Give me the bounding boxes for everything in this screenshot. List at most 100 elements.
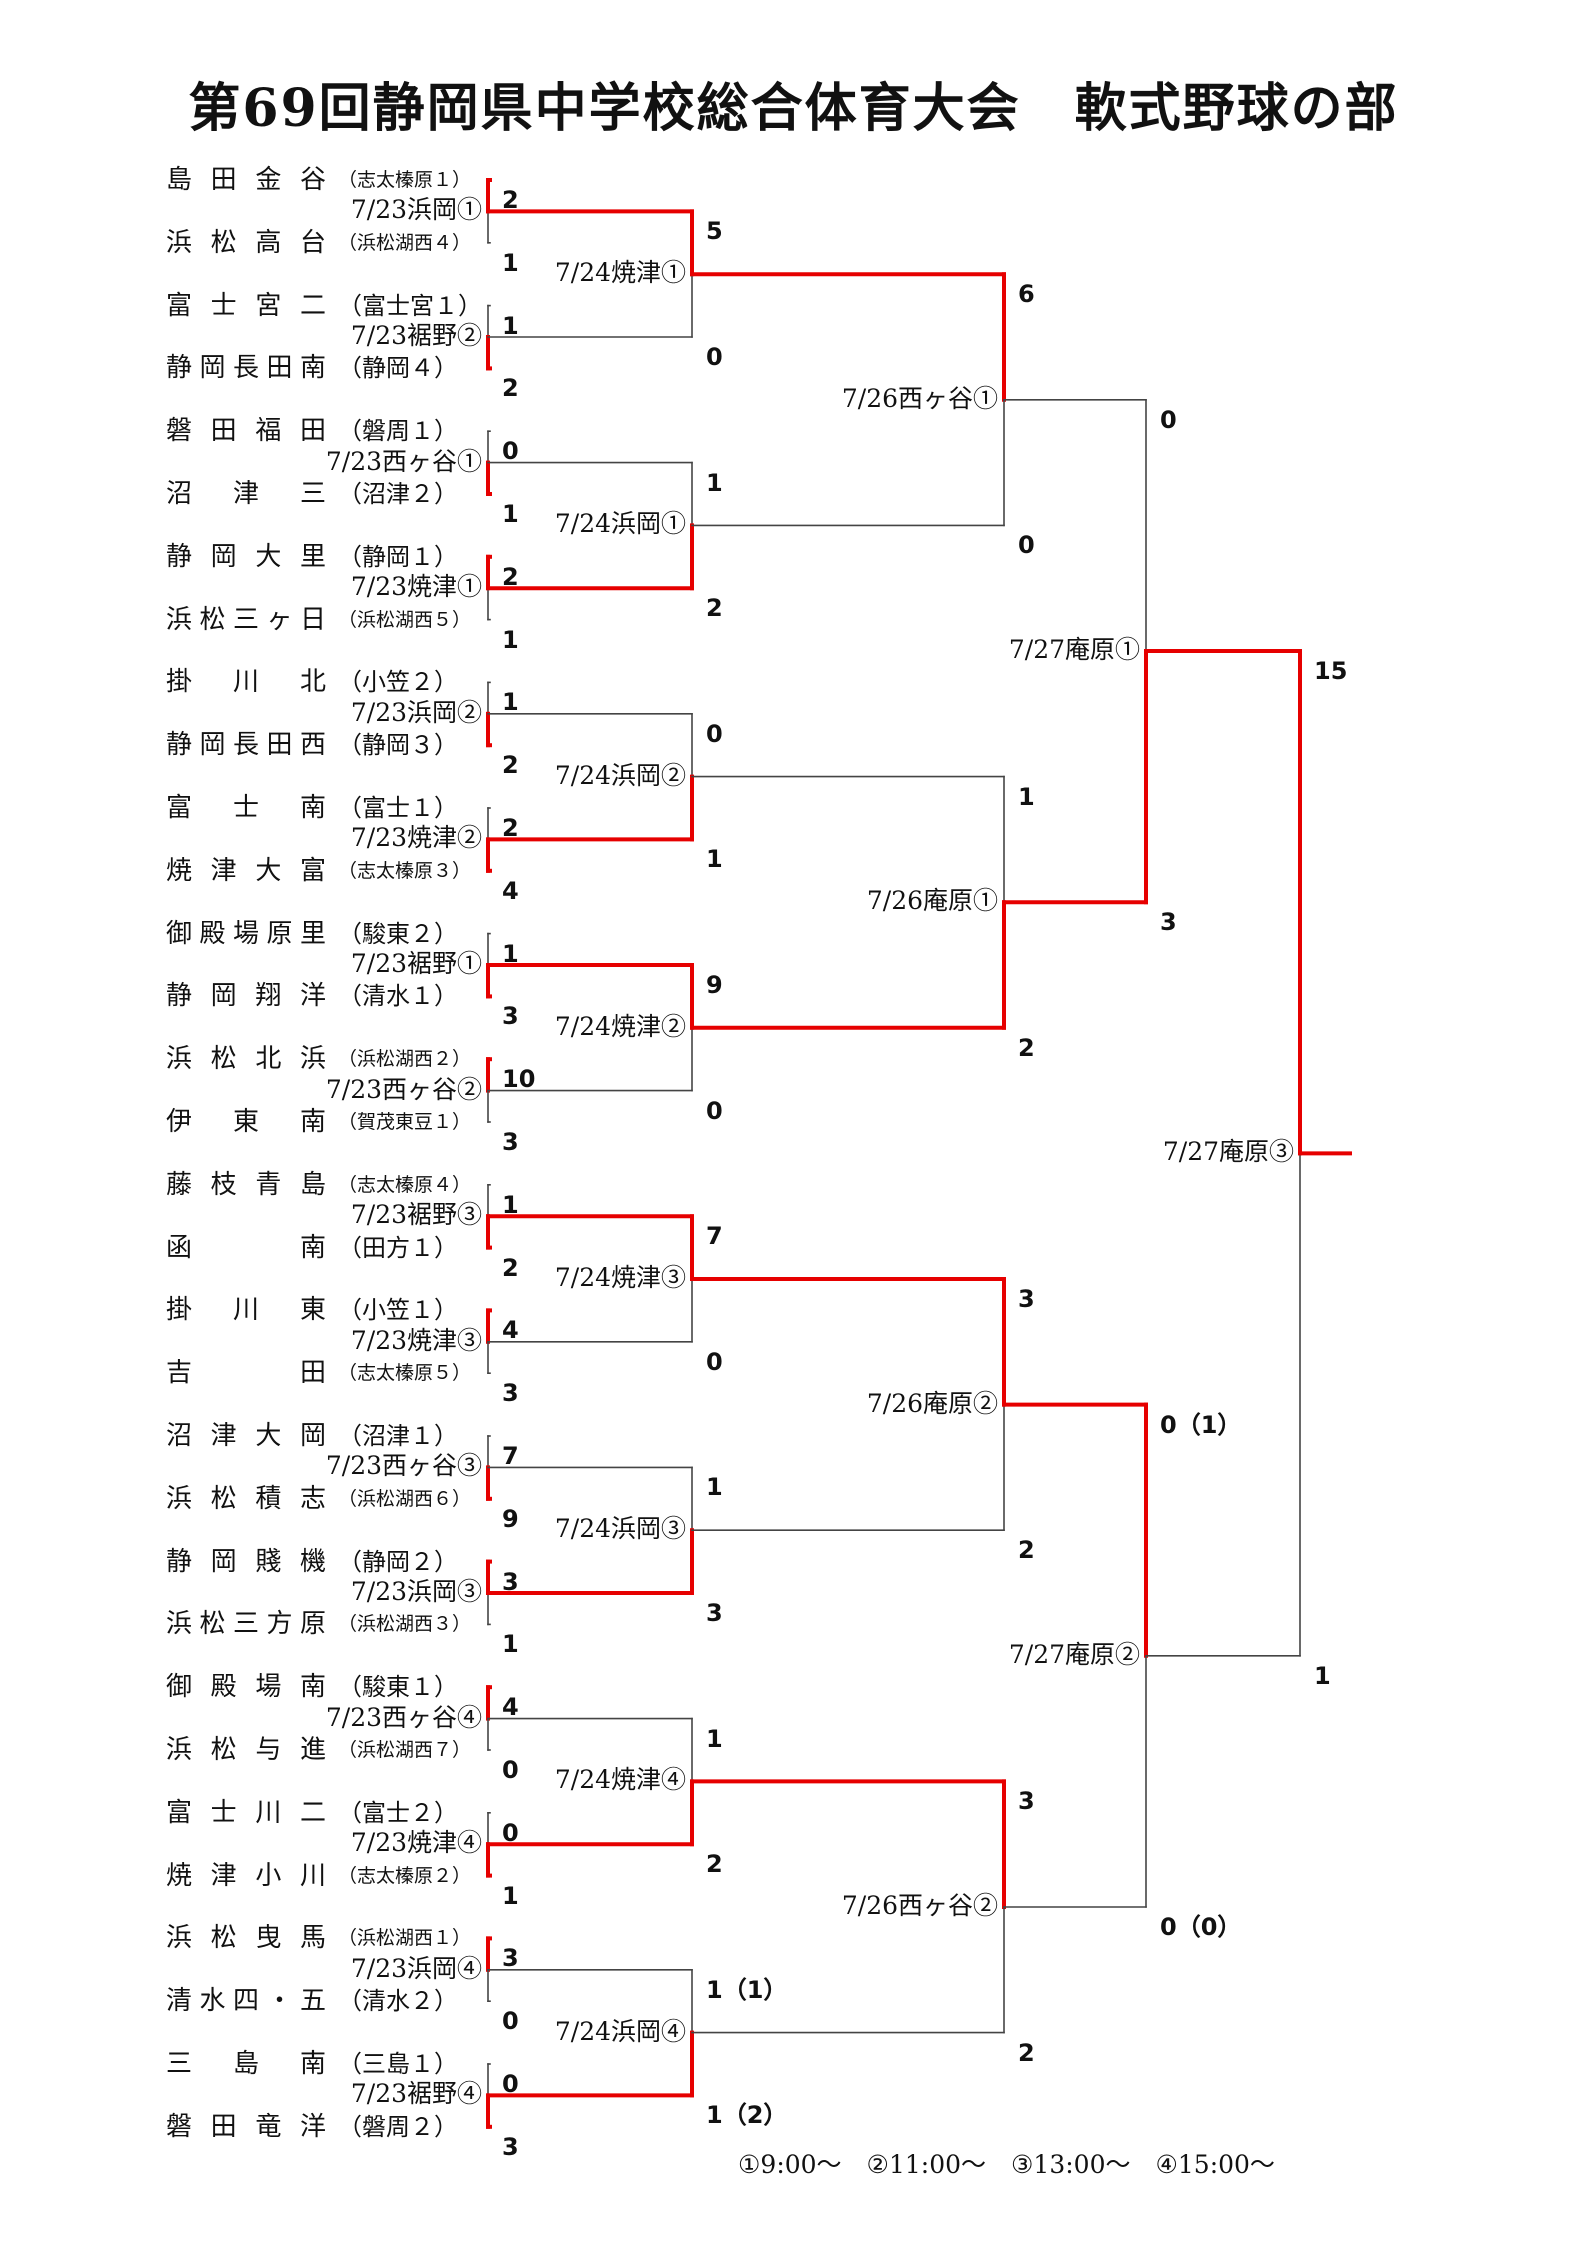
match-score: 1（2） <box>706 2101 788 2130</box>
match-label: 7/24浜岡③ <box>554 1514 686 1544</box>
team-name: 浜松高台 <box>166 227 326 258</box>
match-score: 3 <box>1018 1787 1035 1816</box>
team-district: （富士１） <box>338 794 458 822</box>
team-district: （清水１） <box>338 982 458 1011</box>
match-score: 0 <box>502 437 519 466</box>
team-district: （磐周１） <box>338 417 458 446</box>
team-district: （賀茂東豆１） <box>338 1111 472 1133</box>
team-name: 掛 川 東 <box>166 1295 326 1326</box>
match-score: 1 <box>706 468 723 497</box>
match-label: 7/27庵原① <box>1008 635 1140 664</box>
match-label: 7/23西ヶ谷① <box>325 446 482 476</box>
team-district: （清水２） <box>338 1987 458 2016</box>
match-score: 2 <box>502 814 519 842</box>
team-district: （三島１） <box>338 2050 458 2078</box>
match-score: 1 <box>502 688 519 717</box>
match-score: 2 <box>502 751 519 780</box>
team-district: （富士２） <box>338 1798 458 1827</box>
match-label: 7/23裾野② <box>350 321 482 350</box>
team-district: （志太榛原３） <box>338 859 472 882</box>
team-name: 函 南 <box>166 1232 326 1263</box>
team-name: 静岡長田西 <box>166 730 326 761</box>
match-score: 1 <box>502 311 519 340</box>
match-score: 1 <box>706 1724 723 1753</box>
team-district: （志太榛原４） <box>338 1173 472 1196</box>
time-legend: ①9:00～ ②11:00～ ③13:00～ ④15:00～ <box>738 2150 1275 2179</box>
match-score: 1 <box>502 1881 519 1910</box>
match-score: 9 <box>502 1504 519 1533</box>
team-name: 焼津小川 <box>166 1860 326 1891</box>
match-score: 2 <box>1018 1536 1035 1565</box>
match-score: 6 <box>1018 280 1035 309</box>
match-score: 1 <box>706 845 723 874</box>
match-label: 7/23焼津③ <box>350 1325 482 1355</box>
team-name: 浜松与進 <box>166 1735 326 1765</box>
match-score: 0（0） <box>1160 1913 1242 1941</box>
match-score: 0 <box>502 2070 519 2098</box>
match-label: 7/23裾野③ <box>350 1200 482 1230</box>
team-district: （浜松湖西１） <box>338 1927 472 1950</box>
match-score: 3 <box>1160 908 1177 937</box>
team-name: 沼津大岡 <box>166 1421 326 1451</box>
team-district: （沼津１） <box>338 1422 458 1450</box>
match-score: 1 <box>502 500 519 528</box>
team-name: 静岡大里 <box>166 541 326 572</box>
match-score: 2 <box>1018 1033 1035 1062</box>
match-score: 4 <box>502 1693 519 1722</box>
team-district: （駿東２） <box>338 919 458 948</box>
team-district: （浜松湖西４） <box>338 231 472 254</box>
team-district: （静岡１） <box>338 542 458 571</box>
match-label: 7/23浜岡① <box>350 195 482 225</box>
match-label: 7/26庵原① <box>866 886 998 916</box>
match-label: 7/24浜岡② <box>554 760 686 790</box>
team-district: （浜松湖西６） <box>338 1487 472 1510</box>
match-score: 2 <box>502 1253 519 1282</box>
match-score: 0（1） <box>1160 1410 1242 1439</box>
team-district: （浜松湖西７） <box>338 1739 472 1761</box>
match-score: 2 <box>502 562 519 591</box>
team-district: （静岡２） <box>338 1547 458 1576</box>
team-district: （駿東１） <box>338 1673 458 1702</box>
team-name: 三 島 南 <box>166 2049 326 2079</box>
team-name: 伊 東 南 <box>166 1107 326 1137</box>
team-district: （田方１） <box>338 1233 458 1262</box>
match-score: 0 <box>502 1818 519 1847</box>
match-score: 0 <box>706 1347 723 1376</box>
match-label: 7/23裾野④ <box>350 2079 482 2109</box>
match-score: 10 <box>502 1065 536 1094</box>
team-name: 浜松北浜 <box>166 1044 326 1075</box>
match-score: 4 <box>502 876 519 905</box>
match-score: 3 <box>502 1567 519 1596</box>
match-label: 7/23焼津④ <box>350 1828 482 1858</box>
match-score: 1（1） <box>706 1975 788 2004</box>
team-name: 掛 川 北 <box>166 667 326 698</box>
match-score: 2 <box>1018 2038 1035 2067</box>
team-name: 富士宮二 <box>166 290 326 321</box>
match-label: 7/26庵原② <box>866 1388 998 1418</box>
team-name: 藤枝青島 <box>166 1169 326 1200</box>
team-name: 静岡翔洋 <box>166 981 326 1012</box>
team-name: 御殿場原里 <box>166 918 326 949</box>
match-score: 1 <box>1314 1661 1331 1690</box>
team-name: 御殿場南 <box>166 1672 326 1703</box>
match-score: 3 <box>1018 1285 1035 1313</box>
team-name: 静岡長田南 <box>166 353 326 384</box>
match-label: 7/24浜岡④ <box>554 2016 686 2046</box>
match-label: 7/23西ヶ谷③ <box>325 1451 482 1481</box>
match-score: 2 <box>502 186 519 214</box>
match-score: 3 <box>502 1128 519 1156</box>
team-name: 清水四・五 <box>166 1986 326 2017</box>
team-district: （静岡３） <box>338 731 458 760</box>
match-score: 1 <box>706 1473 723 1502</box>
team-district: （沼津２） <box>338 480 458 508</box>
team-name: 吉 田 <box>166 1358 326 1389</box>
team-district: （志太榛原５） <box>338 1362 472 1385</box>
match-score: 0 <box>1018 531 1035 560</box>
match-label: 7/24焼津③ <box>554 1263 686 1292</box>
match-label: 7/23焼津① <box>350 572 482 602</box>
team-name: 静岡賤機 <box>166 1546 326 1577</box>
team-name: 磐田竜洋 <box>166 2111 326 2142</box>
match-label: 7/23西ヶ谷② <box>325 1074 482 1104</box>
team-district: （志太榛原２） <box>338 1864 472 1887</box>
